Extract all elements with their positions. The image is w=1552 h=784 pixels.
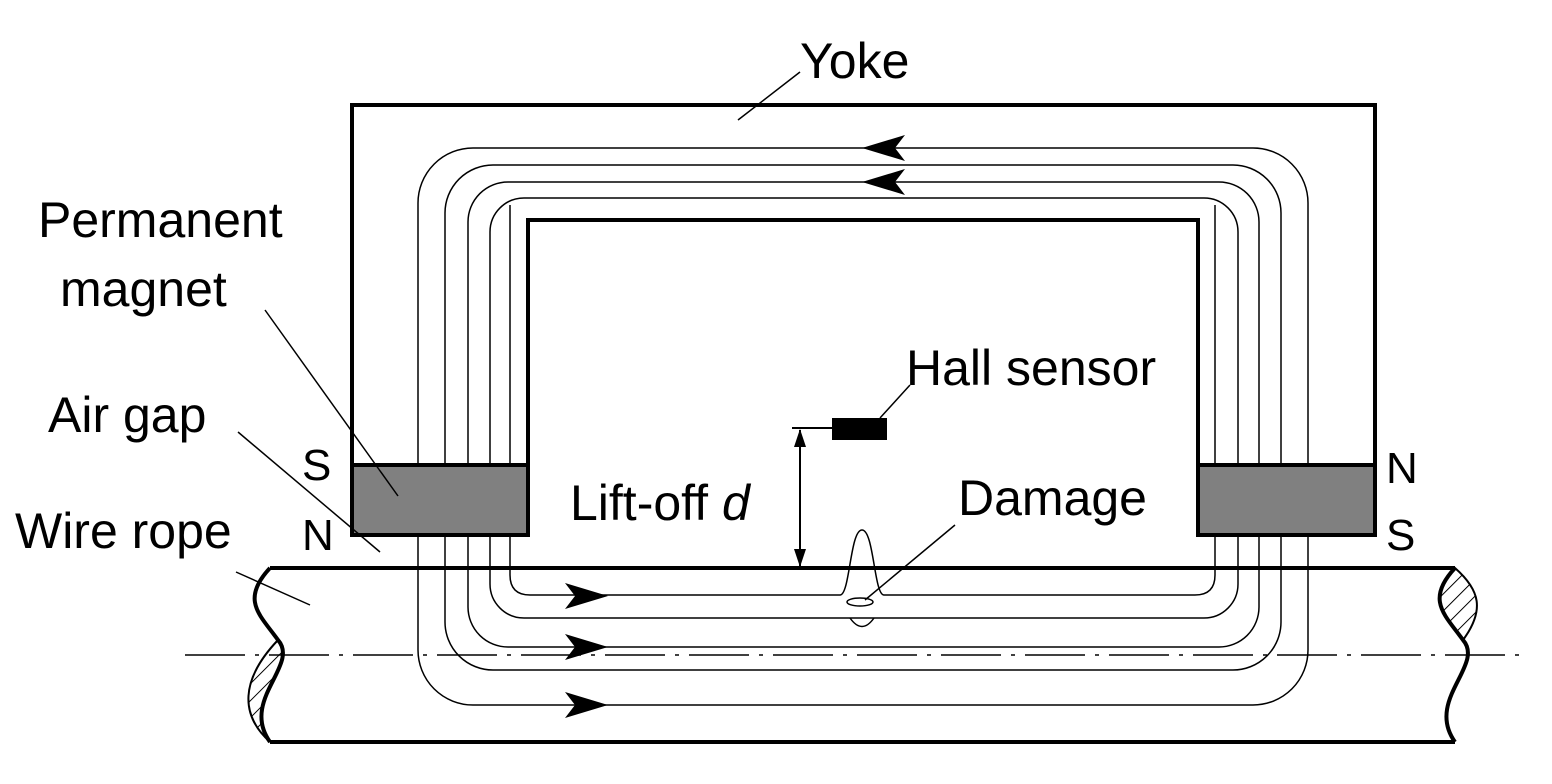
label-air-gap: Air gap [48, 387, 206, 443]
leader-air-gap [237, 431, 381, 553]
pole-right-bottom: S [1386, 511, 1415, 560]
label-hall-sensor: Hall sensor [906, 340, 1156, 396]
permanent-magnet-right [1196, 463, 1377, 537]
leader-yoke [737, 71, 801, 121]
leader-permanent-magnet [264, 309, 399, 497]
leader-damage [864, 524, 956, 601]
leader-lines [235, 71, 956, 606]
leader-hall-sensor [879, 384, 911, 419]
label-permanent-magnet-line1: Permanent [38, 192, 283, 248]
flux-arrow-left-2 [862, 169, 905, 195]
flux-arrow-right-3 [565, 692, 608, 718]
left-rope-section-hatch [247, 638, 284, 743]
lift-off-dimension [792, 427, 832, 567]
hall-sensor [832, 418, 887, 440]
leader-wire-rope [235, 571, 311, 606]
label-damage: Damage [958, 470, 1147, 526]
flux-arrow-left-1 [862, 135, 905, 161]
pole-right-top: N [1386, 444, 1418, 493]
flux-arrows [565, 135, 905, 718]
right-rope-section-hatch [1438, 566, 1478, 642]
pole-left-top: S [302, 441, 331, 490]
flux-arrow-right-2 [565, 634, 608, 660]
damage-defect [846, 597, 874, 607]
lift-off-text: Lift-off [570, 475, 722, 531]
label-wire-rope: Wire rope [15, 503, 232, 559]
pole-left-bottom: N [302, 511, 334, 560]
yoke [350, 103, 1377, 535]
label-permanent-magnet-line2: magnet [60, 261, 227, 317]
label-yoke: Yoke [800, 33, 909, 89]
flux-arrow-right-1 [565, 583, 608, 609]
permanent-magnet-left [350, 463, 530, 537]
lift-off-symbol: d [722, 475, 752, 531]
label-lift-off: Lift-off d [570, 475, 752, 531]
